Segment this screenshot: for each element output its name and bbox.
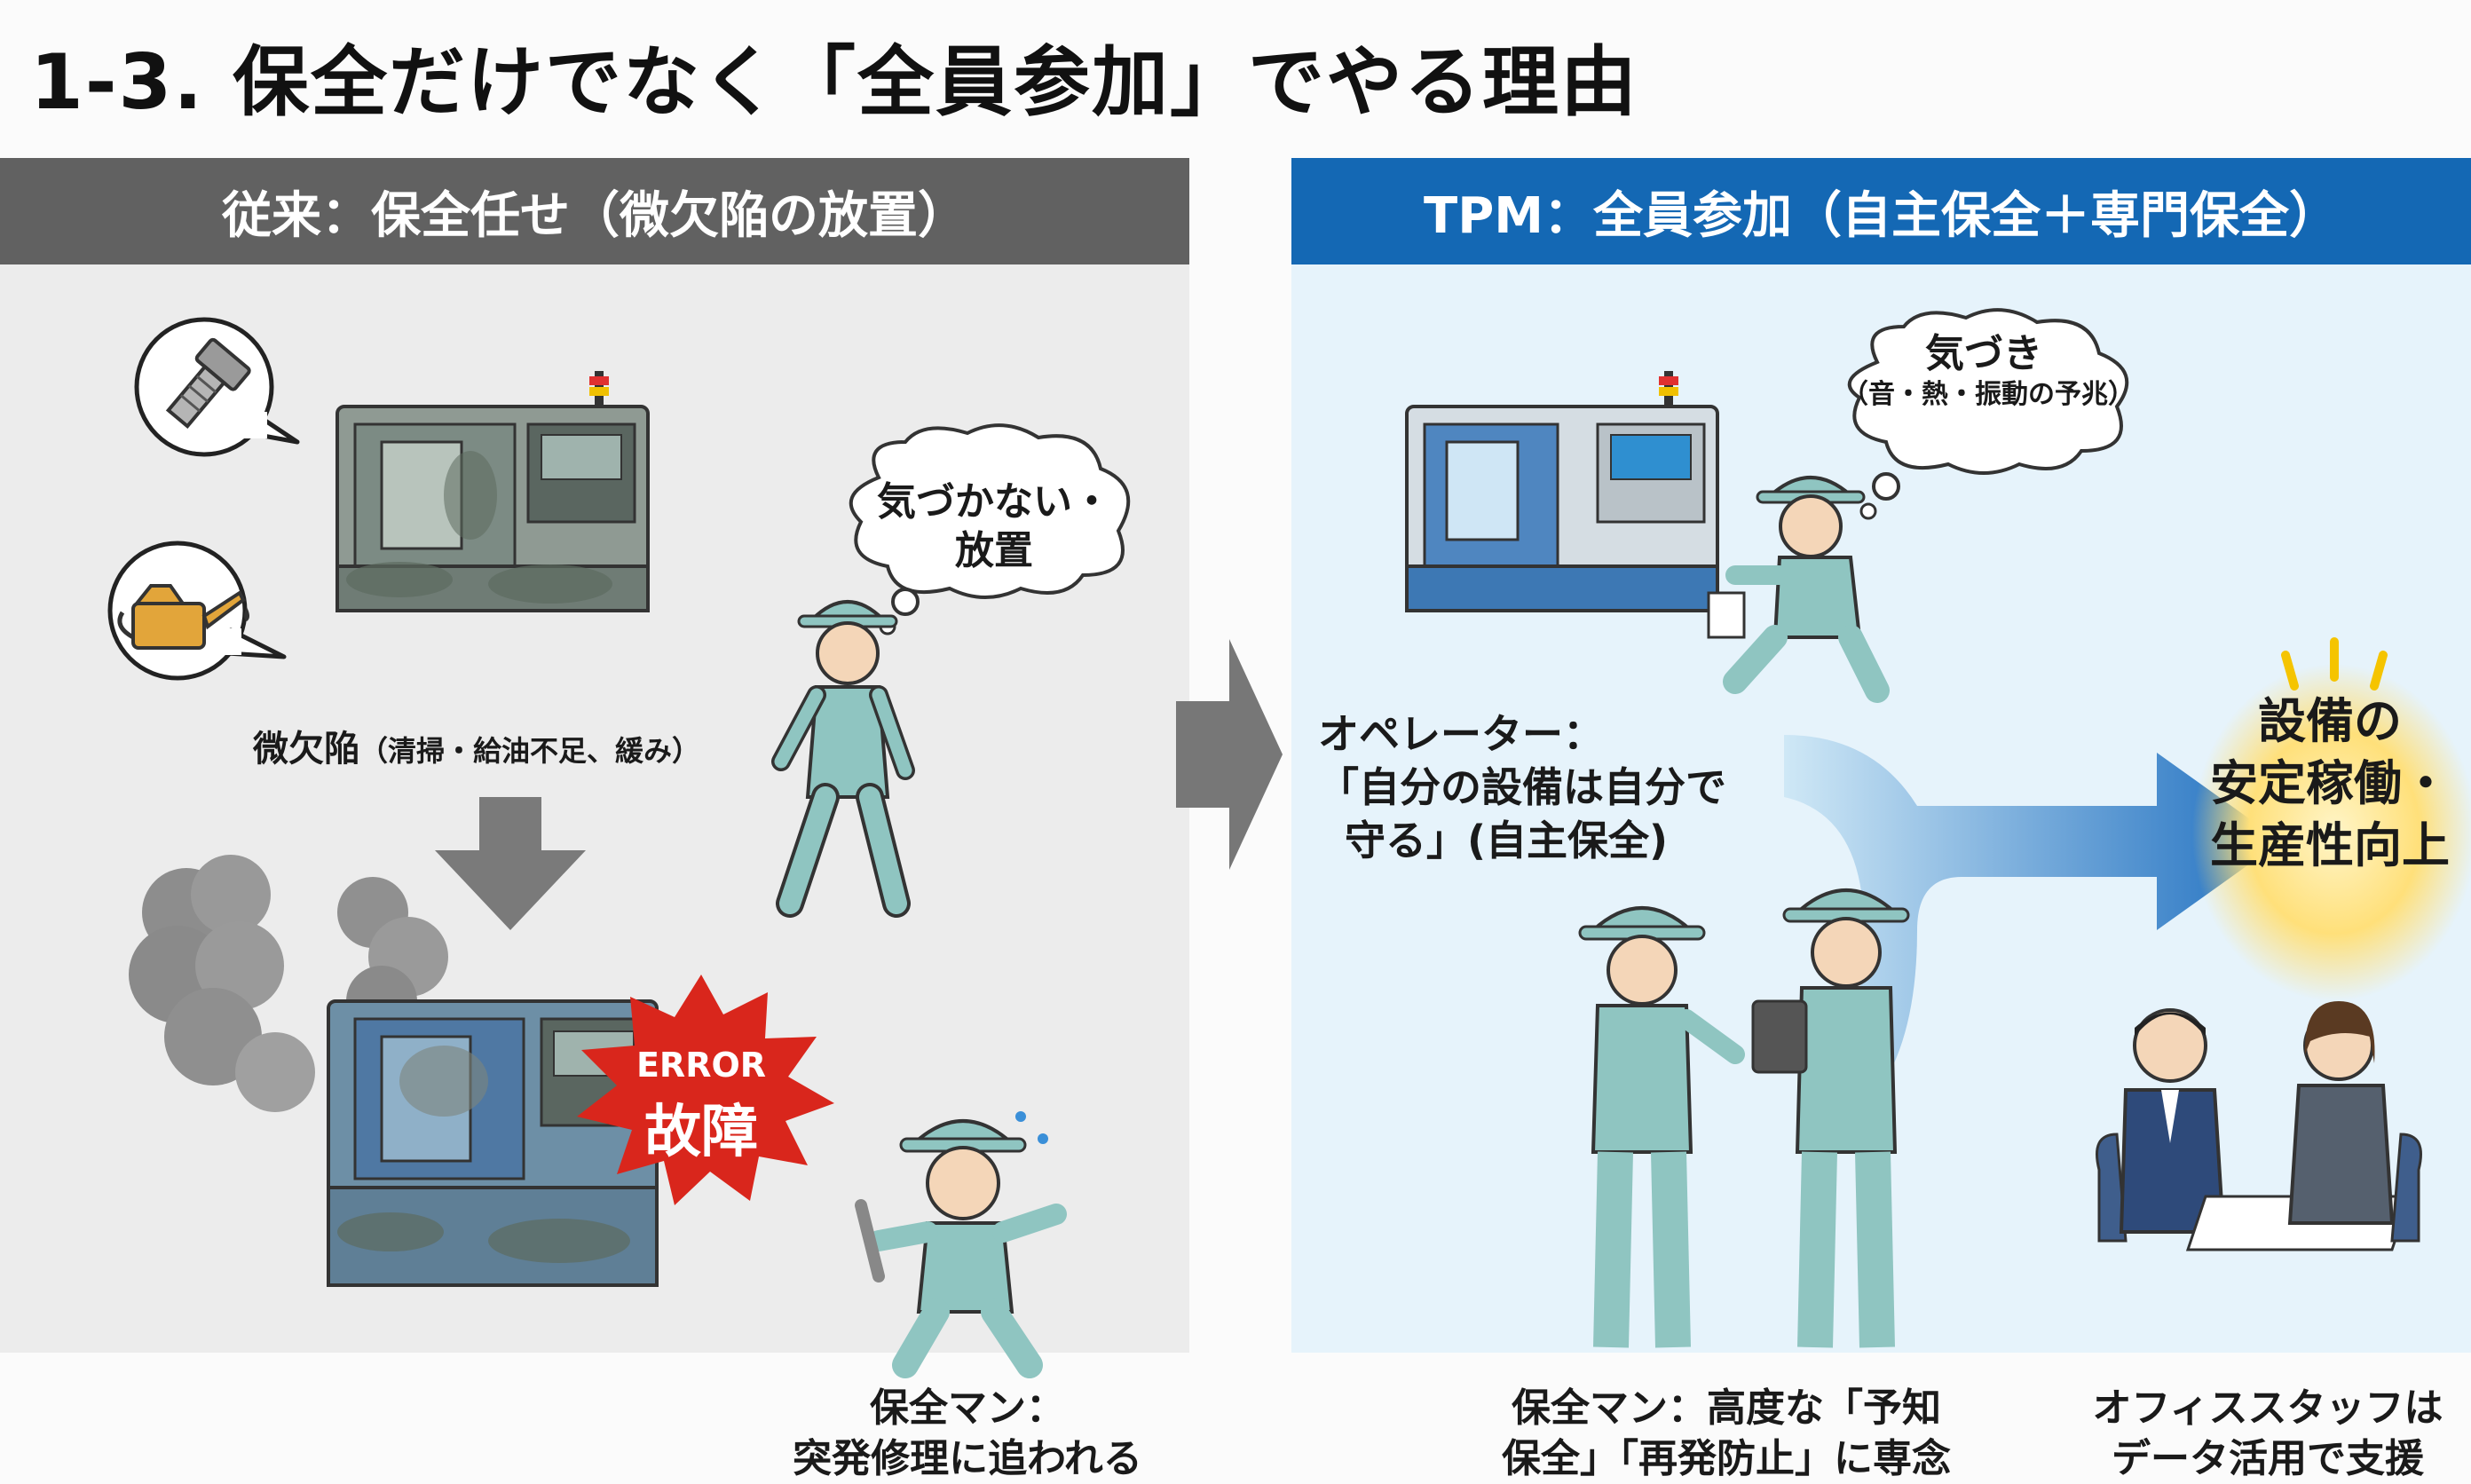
left-panel-traditional: 従来：保全任せ（微欠陥の放置）	[0, 158, 1189, 1481]
transition-arrow-icon	[1176, 639, 1283, 870]
right-panel-header: TPM：全員参加（自主保全＋専門保全）	[1291, 158, 2471, 264]
thought-bubble	[849, 423, 1131, 635]
error-badge-main: 故障	[644, 1100, 758, 1165]
oil-can-icon	[107, 541, 287, 681]
left-panel-header: 従来：保全任せ（微欠陥の放置）	[0, 158, 1189, 264]
operator-label: オペレーター： 「自分の設備は自分で 守る」(自主保全)	[1318, 710, 1726, 864]
maintenance-tpm-label: 保全マン：高度な「予知 保全」「再発防止」に専念	[1502, 1385, 1951, 1482]
down-arrow-icon	[435, 797, 586, 930]
bolt-icon	[134, 317, 300, 457]
walking-worker-illustration	[771, 600, 915, 918]
error-starburst-icon	[577, 975, 834, 1205]
maintenance-team-illustration	[1578, 888, 1910, 1348]
error-badge-top: ERROR	[636, 1046, 767, 1085]
page-title: 1-3. 保全だけでなく「全員参加」でやる理由	[30, 38, 1638, 127]
broken-machine-illustration	[327, 999, 659, 1287]
notice-thought-bubble	[1847, 308, 2129, 520]
panicked-worker-illustration	[855, 1111, 1067, 1378]
right-panel-tpm: TPM：全員参加（自主保全＋専門保全） 気づき （音・熱・振動の予兆） オペレー…	[1291, 158, 2471, 1481]
dirty-machine-illustration	[336, 371, 650, 612]
inspecting-worker-illustration	[1707, 476, 1890, 703]
maintenance-label: 保全マン： 突発修理に追われる	[793, 1385, 1142, 1482]
result-glow	[2192, 637, 2471, 1001]
result-label: 設備の 安定稼働・ 生産性向上	[2210, 693, 2450, 874]
office-staff-label: オフィススタッフは データ活用で支援	[2092, 1385, 2443, 1482]
defect-label: 微欠陥（清掃・給油不足、緩み）	[253, 729, 701, 770]
flow-arrow-icon	[1784, 735, 2281, 1125]
notice-bubble-text: 気づき （音・熱・振動の予兆）	[1842, 331, 2135, 410]
thought-bubble-text: 気づかない・ 放置	[877, 479, 1111, 573]
office-staff-illustration	[2096, 1001, 2422, 1251]
clean-machine-illustration	[1405, 371, 1719, 612]
